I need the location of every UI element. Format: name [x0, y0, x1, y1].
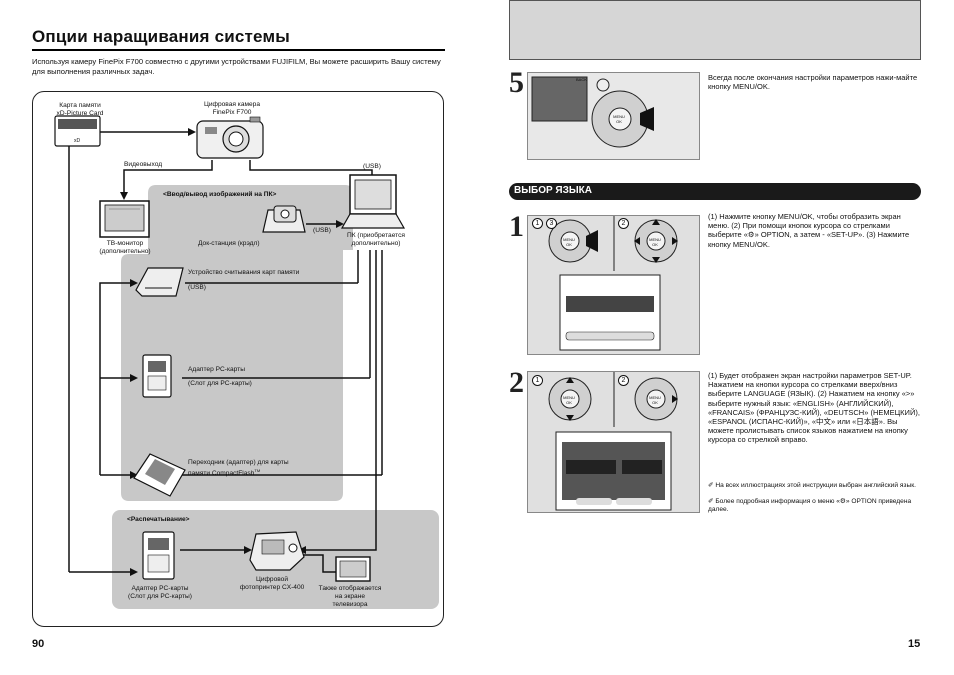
card-reader-icon — [135, 267, 184, 297]
circle-3-a: 3 — [546, 218, 557, 229]
pc-laptop-icon — [340, 174, 406, 229]
label-card-reader: Устройство считывания карт памяти — [188, 269, 300, 276]
step-1-text: (1) Нажмите кнопку MENU/OK, чтобы отобра… — [708, 212, 910, 249]
note-icon: ✐ — [708, 498, 716, 505]
dock-icon — [262, 205, 306, 233]
printer-icon — [249, 531, 305, 571]
label-usb-dock: (USB) — [313, 227, 331, 234]
btn-back-label: BACK — [576, 77, 587, 82]
step-1-number: 1 — [509, 210, 524, 243]
note-1: ✐ На всех иллюстрациях этой инструкции в… — [708, 482, 916, 489]
label-tv: ТВ-монитор (дополнительно) — [99, 240, 151, 255]
btn-menu-label-1b: MENU OK — [649, 237, 661, 247]
pc-io-panel — [121, 185, 353, 501]
intro-text: Используя камеру FinePix F700 совместно … — [32, 57, 441, 76]
page-title: Опции наращивания системы — [32, 27, 290, 46]
circle-1-b: 1 — [532, 375, 543, 386]
circle-2-b: 2 — [618, 375, 629, 386]
note-2: ✐ Более подробная информация о меню «⚙» … — [708, 498, 912, 514]
tv-icon — [99, 200, 150, 238]
pc-card-adapter-print-icon — [142, 531, 175, 580]
btn-menu-label-2b: MENU OK — [649, 395, 661, 405]
system-diagram-frame — [32, 91, 444, 627]
step-5-photo — [527, 72, 700, 160]
step-2-text: (1) Будет отображен экран настройки пара… — [708, 371, 920, 445]
page-number-left: 90 — [32, 638, 45, 650]
page-number-right: 15 — [908, 638, 921, 650]
tv-small-icon — [335, 556, 371, 582]
label-video-out: Видеовыход — [124, 161, 163, 168]
title-rule — [32, 49, 445, 51]
section-title: ВЫБОР ЯЗЫКА — [514, 185, 592, 196]
btn-menu-label-5: MENU OK — [613, 114, 625, 124]
label-tv-print: Также отображается на экране телевизора — [318, 585, 382, 608]
label-camera: Цифровая камера FinePix F700 — [203, 101, 261, 116]
step-5-number: 5 — [509, 66, 524, 99]
tag-print: <Распечатывание> — [127, 516, 190, 523]
step-2-number: 2 — [509, 366, 524, 399]
label-pc-adapter-print: Адаптер PC-карты (Слот для PC-карты) — [128, 585, 192, 600]
svg-text:xD: xD — [74, 138, 81, 144]
pc-card-adapter-icon — [142, 354, 172, 398]
xd-card-icon: xD — [54, 115, 101, 147]
label-usb-reader: (USB) — [188, 284, 206, 291]
step-2-photo — [527, 371, 700, 513]
label-cf-adapter: Переходник (адаптер) для карты памяти Co… — [188, 459, 289, 478]
section-bar — [509, 183, 921, 200]
btn-menu-label-1a: MENU OK — [563, 237, 575, 247]
step-1-photo — [527, 215, 700, 355]
top-gray-box — [509, 0, 921, 60]
step-5-text: Всегда после окончания настройки парамет… — [708, 73, 918, 92]
btn-menu-label-2a: MENU OK — [563, 395, 575, 405]
label-memory-card: Карта памяти xD-Picture Card — [56, 102, 104, 117]
label-pc: ПК (приобретается дополнительно) — [347, 232, 405, 247]
label-usb-top: (USB) — [363, 163, 381, 170]
camera-icon — [196, 116, 264, 159]
circle-2-a: 2 — [618, 218, 629, 229]
label-pc-adapter: Адаптер PC-карты (Слот для PC-карты) — [188, 366, 252, 387]
note-icon: ✐ — [708, 482, 716, 489]
cf-adapter-icon — [133, 453, 186, 497]
label-dock: Док-станция (крэдл) — [198, 240, 260, 247]
tag-pc-io: <Ввод/вывод изображений на ПК> — [163, 191, 277, 198]
label-printer: Цифровой фотопринтер CX-400 — [239, 576, 305, 591]
circle-1-a: 1 — [532, 218, 543, 229]
